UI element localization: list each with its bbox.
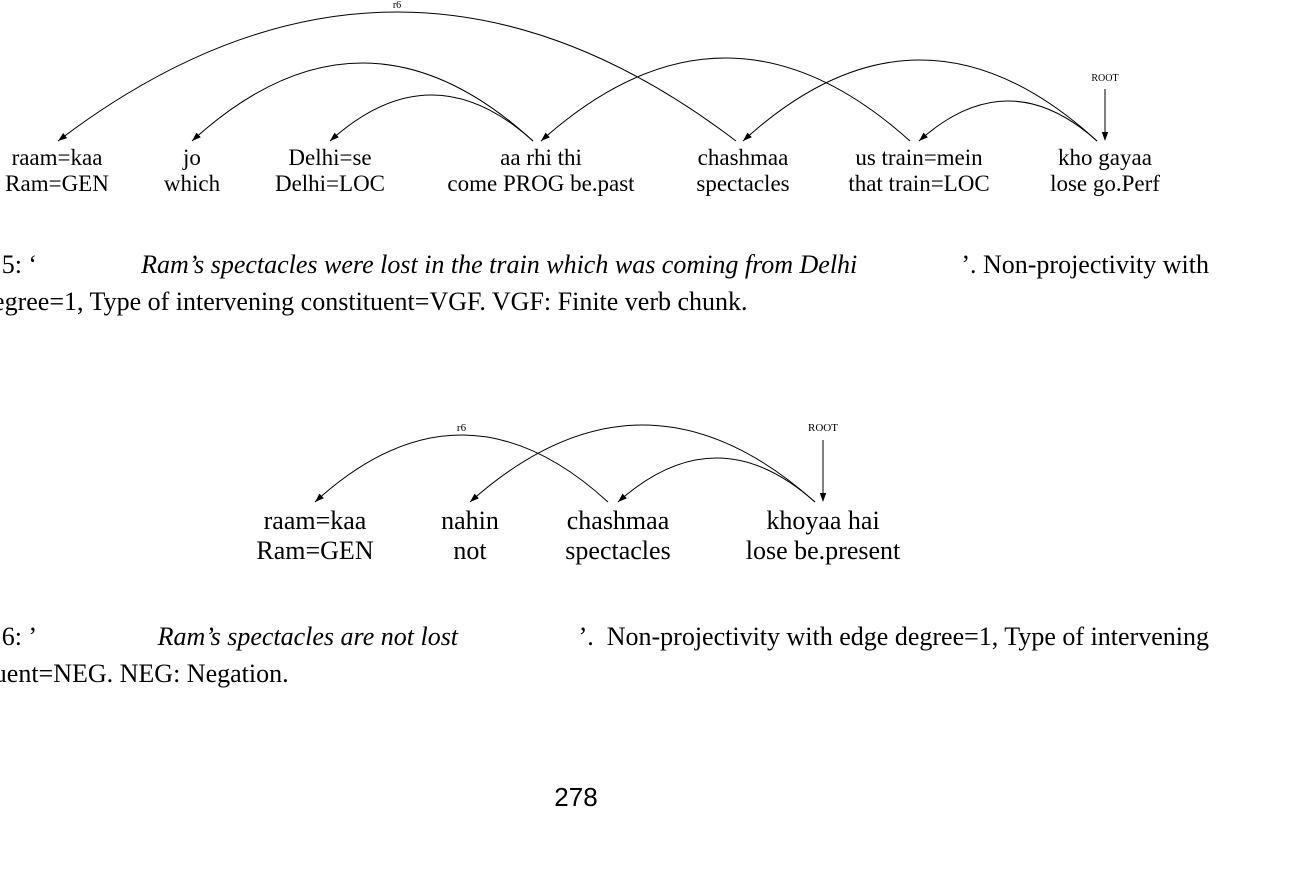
token-gloss: spectacles: [696, 171, 789, 196]
root-label: ROOT: [1091, 73, 1118, 84]
token-word: kho gayaa: [1058, 145, 1152, 170]
dependency-arc: [329, 94, 534, 142]
arc-label: r6: [457, 422, 467, 434]
token-word: nahin: [441, 506, 499, 535]
root-arrow: ROOT: [1091, 73, 1119, 141]
arc-line: [314, 434, 609, 503]
figure-5-caption-line-1: ure 5: ‘ Ram’s spectacles were lost in th…: [0, 246, 1209, 283]
token-gloss: lose go.Perf: [1050, 171, 1160, 196]
figure-5-caption-line-2: e degree=1, Type of intervening constitu…: [0, 287, 748, 316]
token-word: aa rhi thi: [500, 145, 582, 170]
dependency-arc: [918, 100, 1098, 142]
arc-line: [617, 457, 816, 503]
root-label: ROOT: [808, 422, 838, 434]
arc-label: r6: [393, 0, 401, 11]
token-word: us train=mein: [855, 145, 983, 170]
dependency-arc: [617, 457, 816, 503]
token-word: chashmaa: [698, 145, 789, 170]
root-arrowhead: [1101, 132, 1109, 141]
root-arrow: ROOT: [808, 422, 838, 502]
arc-arrowhead: [618, 493, 627, 502]
caption-prefix: ure 5: ‘: [1, 250, 38, 279]
token-gloss: which: [164, 171, 221, 196]
arc-line: [918, 100, 1098, 142]
token-word: raam=kaa: [12, 145, 103, 170]
token-gloss: Ram=GEN: [5, 171, 109, 196]
token-gloss: come PROG be.past: [447, 171, 635, 196]
dependency-arc: r6: [314, 422, 609, 503]
figure-6-caption: ure 6: ’ Ram’s spectacles are not lost ’. …: [0, 618, 1209, 692]
arc-arrowhead: [919, 132, 928, 141]
token-word: khoyaa hai: [766, 506, 879, 535]
dependency-arc: [742, 59, 1098, 142]
arc-arrowhead: [192, 132, 201, 141]
figure-6-caption-line-1: ure 6: ’ Ram’s spectacles are not lost ’. …: [0, 618, 1209, 655]
arc-line: [469, 424, 816, 503]
token-word: chashmaa: [567, 506, 670, 535]
arc-arrowhead: [58, 133, 68, 141]
arc-arrowhead: [743, 132, 752, 141]
caption-prefix: ure 6: ’: [1, 622, 38, 651]
token-word: raam=kaa: [264, 506, 367, 535]
token-word: jo: [182, 145, 201, 170]
token-gloss: lose be.present: [746, 536, 901, 565]
arc-line: [329, 94, 534, 142]
figure-6-caption-line-2: stituent=NEG. NEG: Negation.: [0, 659, 289, 688]
token-gloss: that train=LOC: [848, 171, 989, 196]
figure-5-caption: ure 5: ‘ Ram’s spectacles were lost in th…: [0, 246, 1209, 320]
token-gloss: Delhi=LOC: [275, 171, 385, 196]
arc-arrowhead: [541, 132, 550, 141]
page-number: 278: [554, 782, 598, 812]
caption-example-sentence: Ram’s spectacles were lost in the train …: [141, 250, 858, 279]
arc-line: [191, 62, 534, 142]
caption-example-sentence: Ram’s spectacles are not lost: [157, 622, 459, 651]
arc-line: [57, 11, 737, 142]
dependency-arc: [540, 57, 911, 142]
arc-arrowhead: [470, 493, 479, 502]
arc-arrowhead: [330, 132, 339, 141]
token-gloss: spectacles: [565, 536, 670, 565]
arc-line: [742, 59, 1098, 142]
token-word: Delhi=se: [288, 145, 371, 170]
caption-suffix: ’. Non-projectivity with edge degree=1, …: [578, 622, 1209, 651]
token-gloss: not: [453, 536, 487, 565]
dependency-arc: r6: [57, 0, 737, 142]
arc-line: [540, 57, 911, 142]
dependency-arc: [191, 62, 534, 142]
caption-suffix: ’. Non-projectivity with: [961, 250, 1209, 279]
token-gloss: Ram=GEN: [256, 536, 373, 565]
dependency-arc: [469, 424, 816, 503]
root-arrowhead: [819, 493, 827, 502]
arc-arrowhead: [315, 493, 324, 502]
